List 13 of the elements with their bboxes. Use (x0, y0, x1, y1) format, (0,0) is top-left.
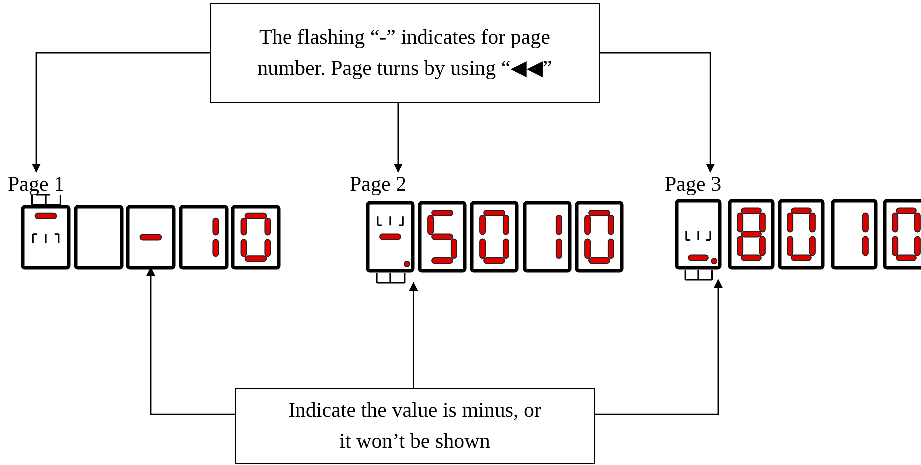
seven-segment-display (366, 201, 624, 284)
seven-segment-display (675, 199, 921, 281)
page-label: Page 3 (665, 172, 722, 196)
arrow (409, 282, 418, 388)
arrow (32, 52, 210, 173)
seven-segment-display (21, 194, 281, 270)
page-label: Page 2 (350, 172, 407, 196)
callout-box: The flashing “-” indicates for page number. Page turns by using “◀◀” (210, 3, 600, 103)
page-label: Page 1 (8, 172, 65, 196)
arrow (595, 279, 723, 416)
callout-box: Indicate the value is minus, or it won’t be shown (235, 388, 595, 464)
arrow (394, 103, 403, 173)
arrow (600, 52, 716, 173)
